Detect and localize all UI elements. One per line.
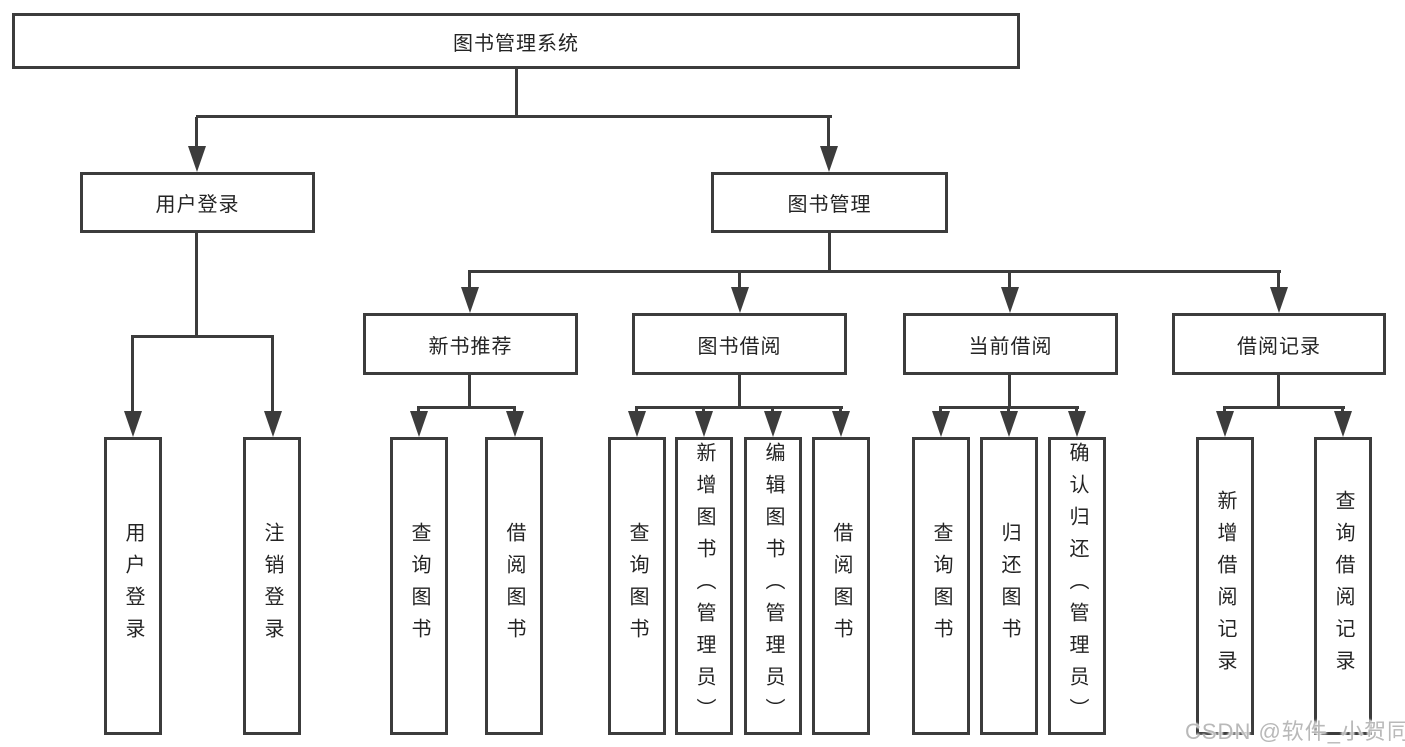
- arrow-down: [820, 146, 838, 172]
- node-root: 图书管理系统: [12, 13, 1020, 69]
- leaf-user-login-label: 用户登录: [122, 522, 144, 650]
- connector-drop: [1007, 408, 1010, 413]
- node-current-borrowing: 当前借阅: [903, 313, 1118, 375]
- node-current-borrowing-label: 当前借阅: [968, 335, 1053, 358]
- leaf-borrow-books-recommend-label: 借阅图书: [503, 522, 525, 650]
- connector-user-login-rail: [131, 335, 274, 338]
- connector-drop-book-mgmt: [827, 117, 830, 148]
- csdn-watermark: CSDN @软件_小贺同学: [1185, 719, 1405, 744]
- leaf-query-books-current: 查询图书: [912, 437, 970, 735]
- arrow-down: [1334, 411, 1352, 437]
- connector-drop: [702, 408, 705, 413]
- connector-drop-logout-leaf: [271, 337, 274, 413]
- arrow-down: [764, 411, 782, 437]
- arrow-down: [506, 411, 524, 437]
- connector-drop-user-login: [195, 117, 198, 148]
- leaf-add-borrow-record: 新增借阅记录: [1196, 437, 1254, 735]
- leaf-query-borrow-record-label: 查询借阅记录: [1332, 490, 1354, 682]
- connector-drop: [1223, 408, 1226, 413]
- arrow-down: [264, 411, 282, 437]
- node-new-book-recommend-label: 新书推荐: [428, 335, 513, 358]
- leaf-query-books-borrowing-label: 查询图书: [626, 522, 648, 650]
- connector-book-borrow-stem: [738, 373, 741, 408]
- node-borrow-records-label: 借阅记录: [1237, 335, 1321, 358]
- connector-drop: [939, 408, 942, 413]
- node-new-book-recommend: 新书推荐: [363, 313, 578, 375]
- leaf-borrow-books-recommend: 借阅图书: [485, 437, 543, 735]
- leaf-add-book-admin: 新增图书（管理员）: [675, 437, 733, 735]
- node-borrow-records: 借阅记录: [1172, 313, 1386, 375]
- arrow-down: [628, 411, 646, 437]
- arrow-down: [410, 411, 428, 437]
- leaf-user-login: 用户登录: [104, 437, 162, 735]
- arrow-down: [832, 411, 850, 437]
- connector-borrow-record-stem: [1277, 373, 1280, 408]
- connector-drop: [1341, 408, 1344, 413]
- connector-drop: [1075, 408, 1078, 413]
- leaf-query-books-recommend: 查询图书: [390, 437, 448, 735]
- arrow-down: [1000, 411, 1018, 437]
- arrow-down: [731, 287, 749, 313]
- arrow-down: [1001, 287, 1019, 313]
- connector-drop: [839, 408, 842, 413]
- leaf-return-book-label: 归还图书: [998, 522, 1020, 650]
- arrow-down: [188, 146, 206, 172]
- connector-new-book-stem: [468, 373, 471, 408]
- connector-drop-login-leaf: [131, 337, 134, 413]
- leaf-return-book: 归还图书: [980, 437, 1038, 735]
- leaf-query-books-current-label: 查询图书: [930, 522, 952, 650]
- leaf-logout: 注销登录: [243, 437, 301, 735]
- leaf-borrow-books-label: 借阅图书: [830, 522, 852, 650]
- leaf-add-book-admin-label: 新增图书（管理员）: [693, 442, 715, 730]
- connector-drop: [771, 408, 774, 413]
- connector-drop: [417, 408, 420, 413]
- node-book-management: 图书管理: [711, 172, 948, 233]
- connector-book-mgmt-rail: [468, 270, 1281, 273]
- arrow-down: [932, 411, 950, 437]
- connector-drop: [635, 408, 638, 413]
- arrow-down: [695, 411, 713, 437]
- leaf-edit-book-admin-label: 编辑图书（管理员）: [762, 442, 784, 730]
- connector-book-mgmt-stem: [828, 232, 831, 272]
- connector-book-borrow-rail: [635, 406, 843, 409]
- leaf-query-books-recommend-label: 查询图书: [408, 522, 430, 650]
- leaf-query-books-borrowing: 查询图书: [608, 437, 666, 735]
- node-user-login: 用户登录: [80, 172, 315, 233]
- connector-current-borrow-rail: [939, 406, 1079, 409]
- arrow-down: [1216, 411, 1234, 437]
- leaf-add-borrow-record-label: 新增借阅记录: [1214, 490, 1236, 682]
- node-book-borrowing-label: 图书借阅: [697, 335, 782, 358]
- connector-current-borrow-stem: [1008, 373, 1011, 408]
- leaf-borrow-books: 借阅图书: [812, 437, 870, 735]
- leaf-confirm-return-admin-label: 确认归还（管理员）: [1066, 442, 1088, 730]
- connector-user-login-stem: [195, 232, 198, 337]
- arrow-down: [1270, 287, 1288, 313]
- connector-drop: [513, 408, 516, 413]
- connector-drop-new-book: [468, 272, 471, 289]
- connector-drop-current-borrow: [1008, 272, 1011, 289]
- connector-root-stem: [515, 69, 518, 118]
- leaf-confirm-return-admin: 确认归还（管理员）: [1048, 437, 1106, 735]
- leaf-edit-book-admin: 编辑图书（管理员）: [744, 437, 802, 735]
- connector-new-book-rail: [417, 406, 516, 409]
- arrow-down: [124, 411, 142, 437]
- node-user-login-label: 用户登录: [155, 194, 240, 216]
- connector-drop-borrow-record: [1277, 272, 1280, 289]
- node-root-label: 图书管理系统: [453, 32, 579, 55]
- node-book-borrowing: 图书借阅: [632, 313, 847, 375]
- leaf-query-borrow-record: 查询借阅记录: [1314, 437, 1372, 735]
- arrow-down: [1068, 411, 1086, 437]
- connector-root-rail: [196, 115, 832, 118]
- arrow-down: [461, 287, 479, 313]
- connector-drop-book-borrow: [738, 272, 741, 289]
- leaf-logout-label: 注销登录: [261, 522, 283, 650]
- connector-borrow-record-rail: [1223, 406, 1345, 409]
- node-book-management-label: 图书管理: [787, 194, 872, 216]
